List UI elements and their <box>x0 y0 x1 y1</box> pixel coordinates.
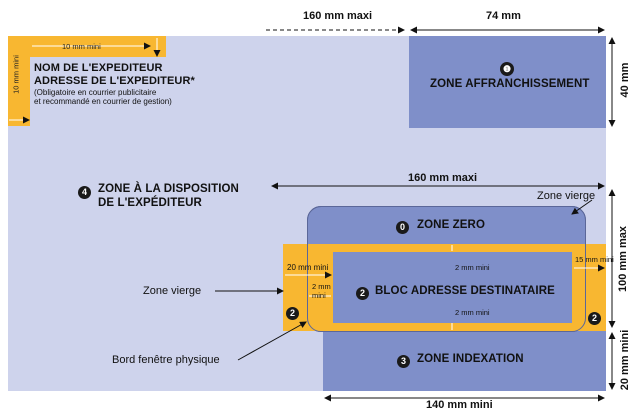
sender-note-1: (Obligatoire en courrier publicitaire <box>34 88 157 97</box>
dim-top-left: 160 mm maxi <box>303 10 373 22</box>
margin-left-label: 20 mm mini <box>287 263 329 272</box>
margin-bottom-label: 2 mm mini <box>455 308 490 317</box>
zone-vierge-left-label: Zone vierge <box>143 285 202 297</box>
disposition-number-icon: 4 <box>78 184 97 202</box>
dim-mid-width: 160 mm maxi <box>408 172 478 184</box>
sender-address: ADRESSE DE L'EXPEDITEUR* <box>34 75 195 87</box>
adresse-number-icon: 2 <box>356 285 375 303</box>
zone-zero-outline <box>307 206 586 332</box>
sender-margin-left-label: 10 mm mini <box>11 55 21 94</box>
indexation-number-icon: 3 <box>397 353 416 371</box>
margin-top-label: 2 mm mini <box>455 263 490 272</box>
bord-fenetre-label: Bord fenêtre physique <box>112 354 220 366</box>
dim-top-right: 74 mm <box>486 10 521 22</box>
sender-note-2: et recommandé en courrier de gestion) <box>34 97 172 106</box>
dim-right-bottom: 20 mm mini <box>619 329 631 391</box>
zone-zero-number-icon: 0 <box>396 219 415 237</box>
dim-right-top: 40 mm <box>619 62 631 98</box>
zone-affranchissement <box>409 36 606 128</box>
indexation-label: ZONE INDEXATION <box>417 353 524 365</box>
adresse-label: BLOC ADRESSE DESTINATAIRE <box>375 285 555 297</box>
sender-margin-top-label: 10 mm mini <box>62 42 101 51</box>
affranchissement-label: ZONE AFFRANCHISSEMENT <box>430 78 590 90</box>
margin-right-label: 15 mm mini <box>575 255 614 264</box>
badge-left-icon: 2 <box>286 305 299 323</box>
margin-inner-label-1: 2 mm <box>312 282 331 291</box>
zone-adresse <box>333 252 572 323</box>
badge-right-icon: 2 <box>588 310 601 328</box>
dim-bottom: 140 mm mini <box>426 399 493 411</box>
affranchissement-number-icon: ❶ <box>500 60 514 78</box>
margin-inner-label-2: mini <box>312 291 326 300</box>
sender-name: NOM DE L'EXPEDITEUR <box>34 62 163 74</box>
dim-right-mid: 100 mm max <box>617 225 629 293</box>
zone-vierge-right-label: Zone vierge <box>537 190 596 202</box>
disposition-label-2: DE L'EXPÉDITEUR <box>98 197 202 209</box>
zone-indexation <box>323 330 606 391</box>
zone-zero-label: ZONE ZERO <box>417 219 485 231</box>
sender-margin-left <box>8 36 30 126</box>
disposition-label-1: ZONE À LA DISPOSITION <box>98 183 239 195</box>
